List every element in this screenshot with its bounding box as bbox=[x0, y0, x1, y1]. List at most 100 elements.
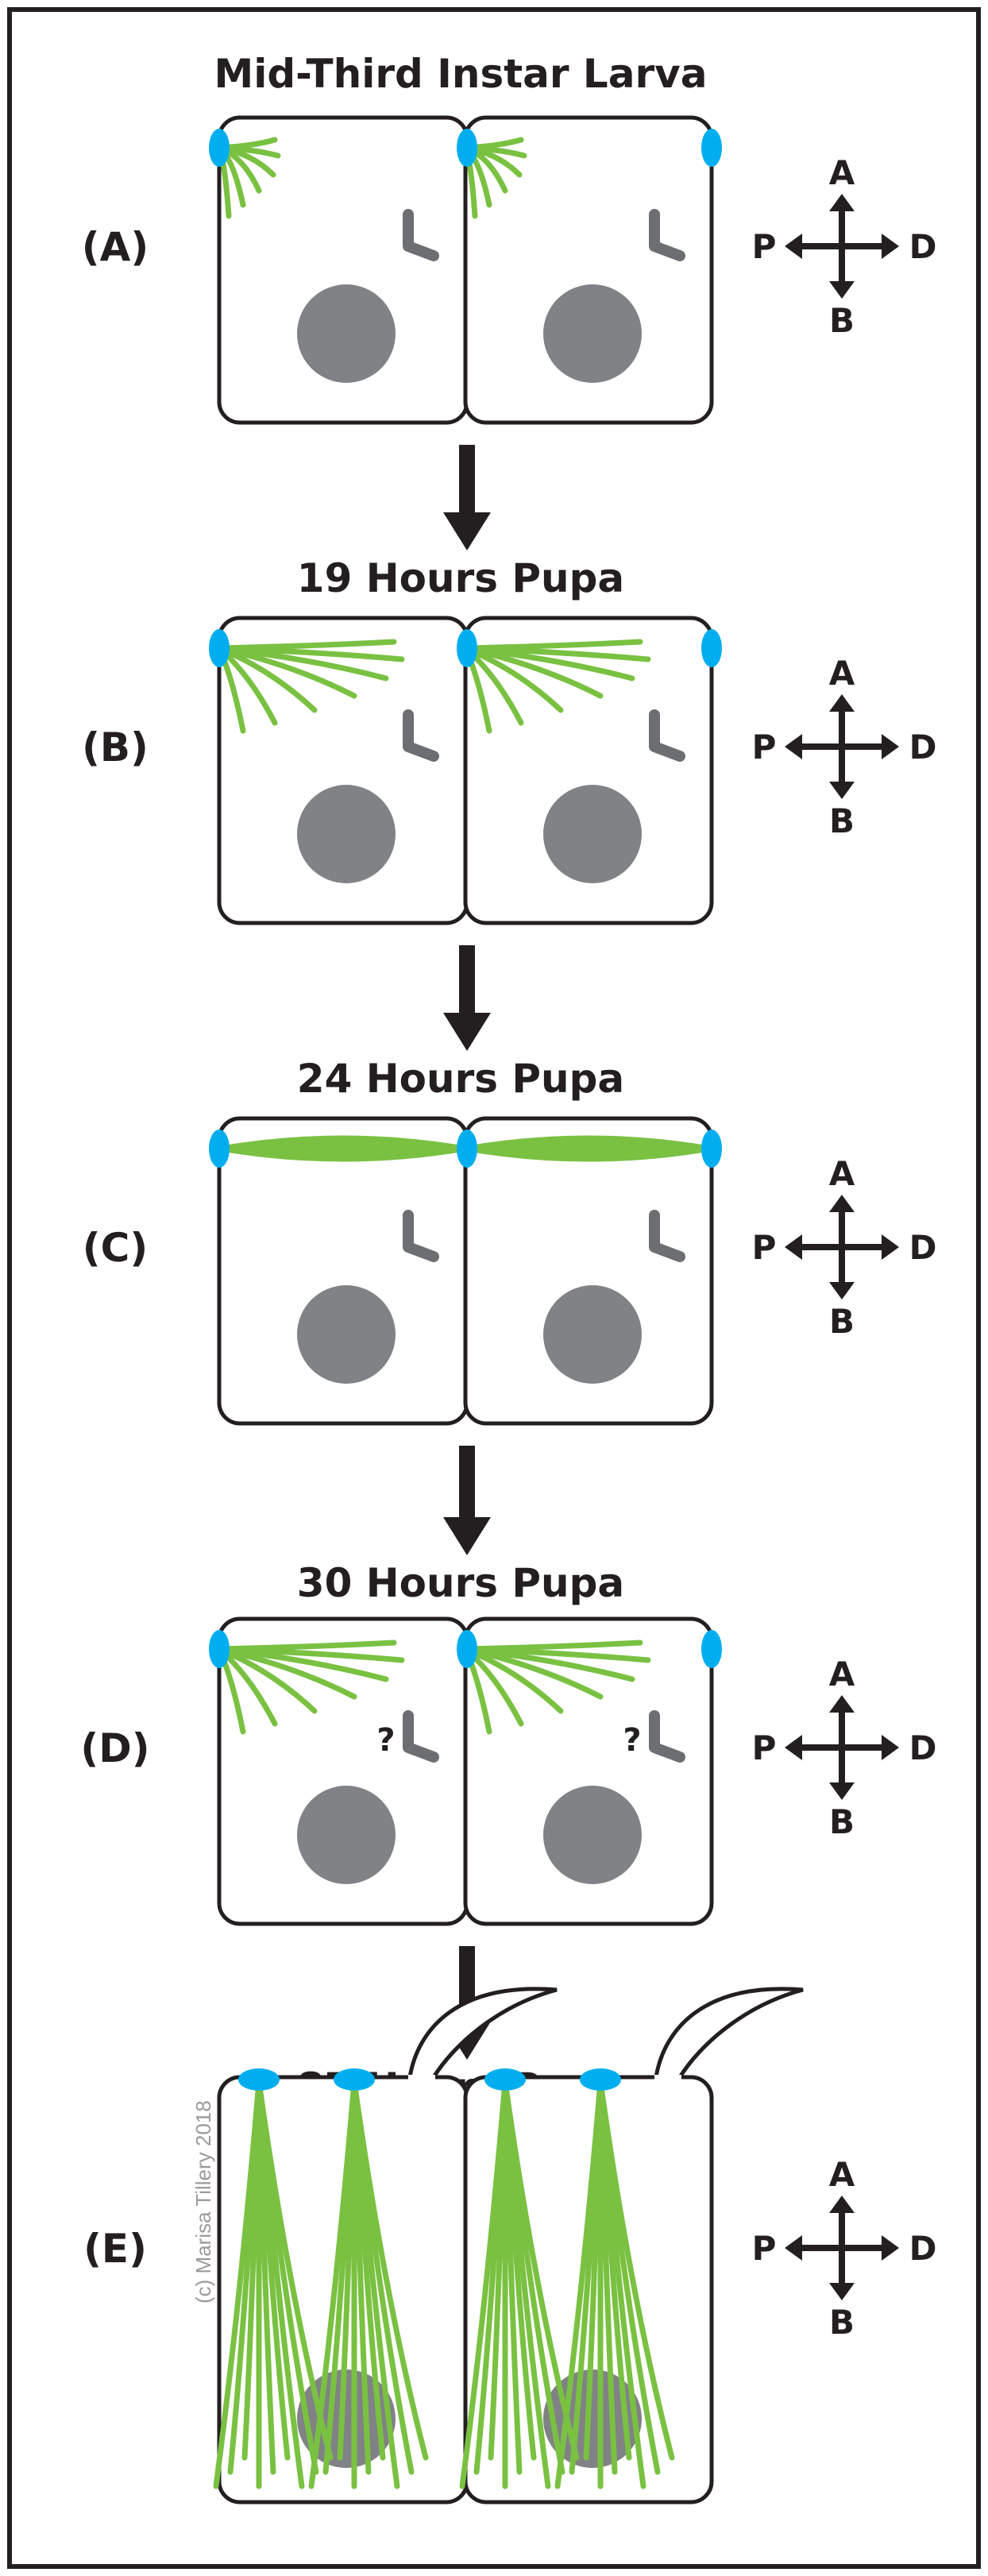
question-mark: ? bbox=[623, 1722, 641, 1759]
axis-label-top: A bbox=[829, 1154, 855, 1193]
panel-c: 24 Hours Pupa (C) A B P D bbox=[83, 1056, 937, 1555]
axis-label-right: D bbox=[909, 227, 937, 266]
credit-text: (c) Marisa Tillery 2018 bbox=[191, 2100, 215, 2304]
cell-membrane-cover bbox=[654, 2075, 681, 2081]
axis-label-bottom: B bbox=[829, 801, 855, 840]
axis-label-left: P bbox=[752, 227, 777, 266]
cilium-fiber bbox=[597, 2078, 675, 2461]
basal-body bbox=[701, 129, 722, 167]
axis-label-left: P bbox=[752, 1728, 777, 1767]
axis-label-right: D bbox=[909, 2229, 937, 2268]
panel-title: Mid-Third Instar Larva bbox=[214, 51, 707, 97]
cilium-fiber bbox=[462, 1646, 564, 1714]
cell bbox=[213, 1987, 558, 2505]
cilium-fiber bbox=[462, 645, 604, 699]
nucleus bbox=[297, 284, 396, 383]
basal-body bbox=[484, 2068, 526, 2091]
golgi-l-icon bbox=[403, 209, 439, 261]
cell-membrane bbox=[463, 1616, 714, 1926]
basal-body bbox=[209, 129, 230, 167]
cell bbox=[463, 1116, 714, 1426]
golgi-l-icon bbox=[649, 1710, 685, 1763]
cell bbox=[462, 616, 714, 925]
golgi-l-icon bbox=[649, 709, 685, 762]
cilium-fiber bbox=[217, 1146, 469, 1162]
panel-title: 30 Hours Pupa bbox=[297, 1560, 624, 1606]
cilium-fiber bbox=[216, 645, 357, 699]
basal-body bbox=[457, 1630, 477, 1668]
basal-body bbox=[457, 129, 477, 167]
basal-body bbox=[457, 629, 477, 667]
basal-body bbox=[209, 1130, 230, 1168]
nucleus bbox=[543, 1786, 642, 1884]
cell bbox=[462, 115, 714, 425]
basal-body bbox=[209, 1630, 230, 1668]
basal-body bbox=[701, 629, 722, 667]
basal-body bbox=[334, 2068, 375, 2091]
axis-label-left: P bbox=[752, 728, 777, 767]
panel-label: (C) bbox=[83, 1225, 148, 1271]
cilium-fiber bbox=[462, 1646, 604, 1700]
nucleus bbox=[543, 785, 642, 883]
cilium-fiber bbox=[462, 645, 564, 713]
axis-label-bottom: B bbox=[829, 2303, 855, 2342]
cilium-fiber bbox=[351, 2078, 429, 2461]
panel-b: 19 Hours Pupa (B) A B P D bbox=[82, 555, 936, 1051]
question-mark: ? bbox=[376, 1722, 395, 1759]
compass-cross-icon bbox=[785, 1695, 899, 1800]
basal-body bbox=[701, 1130, 722, 1168]
compass-cross-icon bbox=[785, 194, 899, 299]
axis-label-bottom: B bbox=[829, 1802, 855, 1841]
panel-label: (E) bbox=[83, 2226, 147, 2272]
down-arrow-icon bbox=[443, 1446, 491, 1555]
basal-body bbox=[238, 2068, 280, 2091]
apical-hair bbox=[407, 1987, 558, 2079]
panel-title: 19 Hours Pupa bbox=[297, 555, 624, 601]
nucleus bbox=[543, 1285, 642, 1384]
axis-label-bottom: B bbox=[829, 1302, 855, 1341]
nucleus bbox=[297, 1786, 396, 1884]
cell bbox=[217, 1116, 469, 1426]
golgi-l-icon bbox=[403, 709, 439, 762]
panel-title: 24 Hours Pupa bbox=[297, 1056, 624, 1102]
panel-label: (A) bbox=[82, 224, 149, 270]
cell: ? bbox=[216, 1616, 469, 1926]
cilium-fiber bbox=[216, 1646, 357, 1700]
basal-body bbox=[457, 1130, 477, 1168]
cilium-fiber bbox=[216, 645, 318, 713]
axis-label-top: A bbox=[829, 2155, 855, 2194]
cilium-fiber bbox=[216, 1646, 318, 1714]
apical-hair bbox=[654, 1987, 804, 2079]
cell bbox=[216, 115, 469, 425]
panel-label: (B) bbox=[82, 724, 149, 770]
axis-label-left: P bbox=[752, 1228, 777, 1267]
cell-membrane bbox=[463, 616, 714, 925]
down-arrow-icon bbox=[443, 445, 491, 550]
nucleus bbox=[543, 284, 642, 383]
basal-body bbox=[701, 1630, 722, 1668]
golgi-l-icon bbox=[649, 209, 685, 261]
axis-label-right: D bbox=[909, 1728, 937, 1767]
cell bbox=[459, 1987, 804, 2505]
compass-cross-icon bbox=[785, 1195, 899, 1300]
cilium-fiber bbox=[463, 1146, 714, 1162]
nucleus bbox=[297, 1285, 396, 1384]
compass-cross-icon bbox=[785, 2196, 899, 2300]
axis-label-right: D bbox=[909, 1228, 937, 1267]
axis-label-bottom: B bbox=[829, 301, 855, 340]
cell-membrane bbox=[463, 115, 714, 425]
axis-label-left: P bbox=[752, 2229, 777, 2268]
golgi-l-icon bbox=[403, 1210, 439, 1262]
panel-label: (D) bbox=[80, 1725, 149, 1771]
axis-label-top: A bbox=[829, 654, 855, 693]
axis-label-right: D bbox=[909, 728, 937, 767]
basal-body bbox=[580, 2068, 621, 2091]
cell bbox=[216, 616, 469, 925]
nucleus bbox=[297, 785, 396, 883]
cell-membrane bbox=[463, 1116, 714, 1426]
